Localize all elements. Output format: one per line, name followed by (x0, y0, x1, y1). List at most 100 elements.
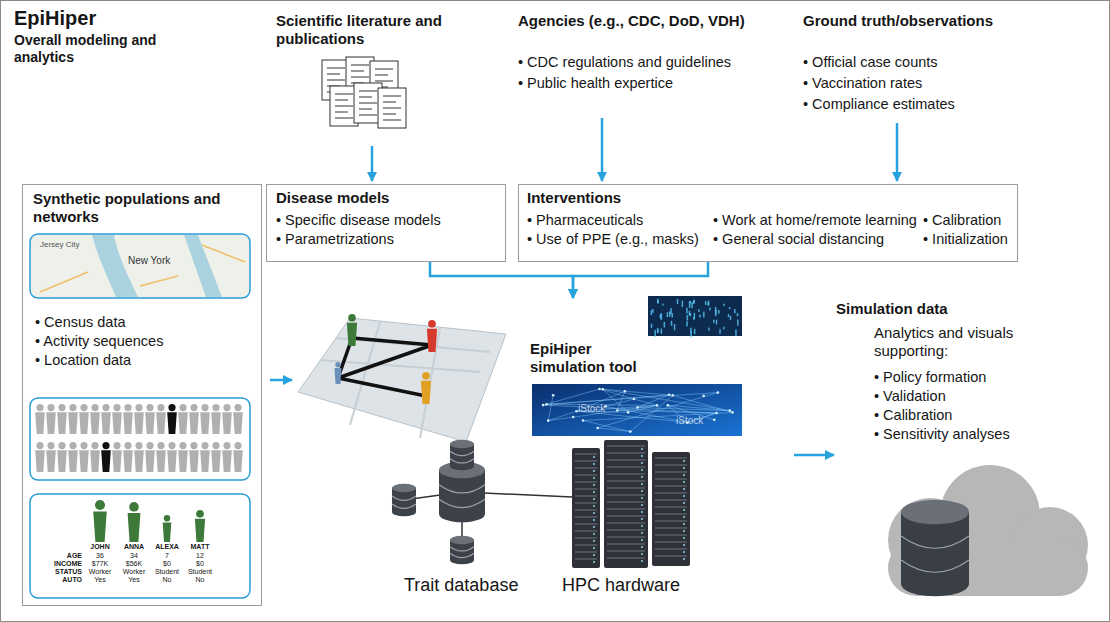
text-group: EpiHiper simulation tool (530, 340, 658, 376)
person-icon (35, 412, 45, 434)
node-heading: Disease models (276, 189, 498, 207)
process-box: Interventions• Pharmaceuticals• Use of P… (518, 184, 1018, 262)
flow-arrow (794, 454, 834, 457)
person-icon (212, 442, 219, 449)
person-icon (36, 404, 43, 411)
network-line (603, 389, 730, 410)
table-cell: 36 (84, 552, 116, 560)
table-cell: Yes (118, 576, 150, 584)
person-icon (135, 442, 142, 449)
server-slot (575, 558, 597, 560)
person-icon (233, 412, 243, 434)
person-icon (57, 412, 67, 434)
server-light (593, 456, 595, 458)
text-group: Synthetic populations and networks (33, 190, 238, 226)
server-light (593, 498, 595, 500)
document-line (359, 96, 372, 97)
node-text: • Official case counts (803, 52, 1033, 73)
database-icon (392, 484, 416, 493)
person-icon (90, 412, 100, 434)
person-icon (428, 320, 436, 328)
server-slot (655, 506, 687, 508)
person-icon (146, 442, 153, 449)
data-streak (713, 320, 715, 323)
table-cell: Student (151, 568, 183, 576)
network-dot (596, 427, 599, 430)
database-link (404, 458, 572, 545)
person-icon (102, 404, 109, 411)
table-cell: $0 (184, 560, 216, 568)
tool-area: EpiHiper simulation toolTrait databaseHP… (292, 300, 792, 602)
person-icon (47, 442, 54, 449)
database-icon (450, 547, 474, 558)
network-dot (731, 411, 734, 414)
person-icon (179, 442, 186, 449)
person-icon (223, 404, 230, 411)
server-slot (575, 481, 597, 483)
person-icon (156, 450, 166, 472)
data-streak (690, 331, 692, 337)
server-light (641, 553, 643, 555)
person-icon (422, 372, 430, 380)
server-light (641, 476, 643, 478)
data-streak (737, 313, 739, 316)
server-slot (655, 485, 687, 487)
server-rack (652, 452, 690, 566)
person-icon (102, 442, 109, 449)
server-slot (607, 529, 645, 531)
table-cell: ANNA (118, 543, 150, 551)
document-line (375, 68, 393, 69)
server-slot (655, 541, 687, 543)
server-slot (575, 460, 597, 462)
person-icon (46, 412, 56, 434)
server-slot (575, 488, 597, 490)
server-light (683, 523, 685, 525)
server-light (593, 484, 595, 486)
server-light (641, 518, 643, 520)
network-dot (668, 393, 671, 396)
server-slot (607, 494, 645, 496)
network-line (606, 399, 634, 406)
server-slot (575, 537, 597, 539)
data-streak (693, 300, 695, 304)
server-light (683, 467, 685, 469)
text-group: • Official case counts• Vaccination rate… (803, 52, 1033, 115)
person-icon (134, 412, 144, 434)
network-dot (717, 391, 720, 394)
person-icon (123, 412, 133, 434)
person-icon (145, 412, 155, 434)
node-text: • Vaccination rates (803, 73, 1033, 94)
document-line (351, 76, 369, 77)
person-icon (201, 404, 208, 411)
server-light (683, 558, 685, 560)
map-water (184, 235, 222, 297)
server-light (641, 490, 643, 492)
data-streak (657, 300, 659, 303)
server-slot (575, 453, 597, 455)
source-heading: Scientific literature and publications (272, 8, 464, 144)
network-image (532, 384, 742, 436)
network-map-tile (298, 318, 506, 442)
network-line (637, 408, 729, 411)
network-dot (629, 430, 632, 433)
server-light (593, 540, 595, 542)
person-icon (167, 450, 177, 472)
document-line (383, 95, 401, 96)
network-line (603, 389, 673, 395)
person-icon (35, 450, 45, 472)
database-icon (901, 572, 969, 596)
table-cell: INCOME (40, 560, 82, 568)
server-slot (575, 551, 597, 553)
person-icon (128, 513, 141, 542)
contact-edge (338, 338, 432, 396)
person-icon (101, 412, 111, 434)
node-heading: Synthetic populations and networks (33, 190, 238, 226)
data-streak (669, 311, 671, 316)
data-streak (708, 301, 710, 305)
map-label: Jersey City (40, 240, 100, 249)
subtitle: Overall modeling and analytics (14, 32, 164, 66)
server-slot (607, 515, 645, 517)
table-cell: No (151, 576, 183, 584)
person-icon (58, 404, 65, 411)
node-text: • Validation (874, 387, 1084, 406)
